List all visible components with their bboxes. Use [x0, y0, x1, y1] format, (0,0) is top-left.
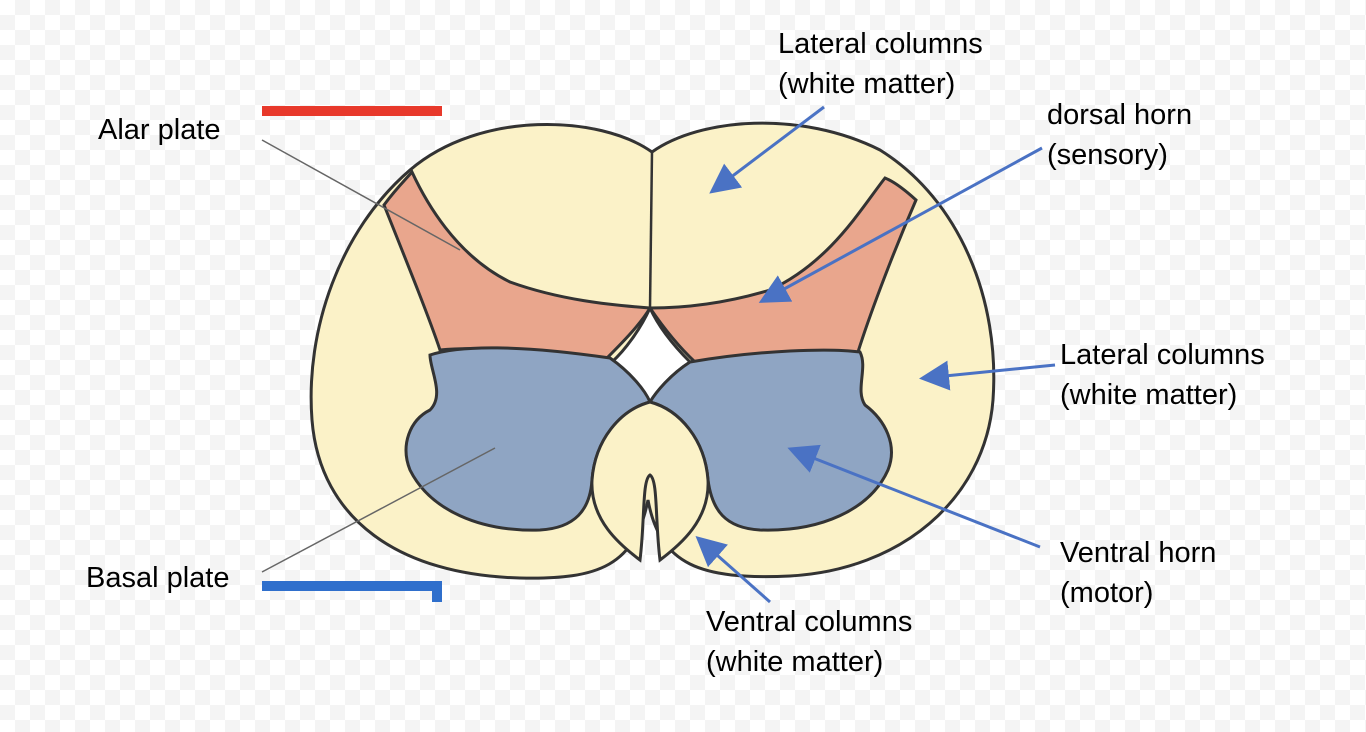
ventral-columns-line2: (white matter)	[706, 646, 884, 678]
basal-plate-bar	[262, 581, 442, 602]
lateral-columns-top-line1: Lateral columns	[778, 28, 983, 60]
dorsal-horn-arrow	[758, 146, 1043, 303]
ventral-horn-arrow	[787, 444, 1041, 549]
ventral-horn-label: Ventral horn (motor)	[1060, 533, 1216, 613]
ventral-columns-line1: Ventral columns	[706, 606, 913, 638]
lateral-columns-right-line2: (white matter)	[1060, 379, 1238, 411]
lateral-columns-top-label: Lateral columns (white matter)	[778, 24, 983, 104]
ventral-horn-line2: (motor)	[1060, 577, 1154, 609]
dorsal-median-septum	[648, 151, 654, 309]
ventral-columns-label: Ventral columns (white matter)	[706, 602, 912, 682]
dorsal-horn-line1: dorsal horn	[1047, 99, 1193, 131]
ventral-white-lobe	[590, 400, 710, 563]
alar-plate-label: Alar plate	[98, 110, 221, 150]
lateral-columns-right-line1: Lateral columns	[1060, 339, 1265, 371]
lateral-columns-top-arrow	[709, 105, 825, 194]
dorsal-horn-line2: (sensory)	[1047, 139, 1168, 171]
lateral-columns-right-arrow	[919, 360, 1056, 391]
lateral-columns-right-label: Lateral columns (white matter)	[1060, 335, 1265, 415]
alar-leader-line	[261, 139, 461, 251]
basal-region-right	[647, 348, 893, 532]
lateral-columns-top-line2: (white matter)	[778, 68, 956, 100]
basal-plate-label: Basal plate	[86, 558, 230, 598]
alar-plate-text: Alar plate	[98, 114, 221, 146]
ventral-horn-line1: Ventral horn	[1060, 537, 1217, 569]
ventral-columns-arrow	[695, 536, 771, 604]
alar-plate-bar	[262, 106, 442, 116]
basal-plate-text: Basal plate	[86, 562, 230, 594]
dorsal-horn-label: dorsal horn (sensory)	[1047, 95, 1192, 175]
basal-leader-line	[261, 447, 496, 573]
basal-region-left	[404, 346, 653, 532]
